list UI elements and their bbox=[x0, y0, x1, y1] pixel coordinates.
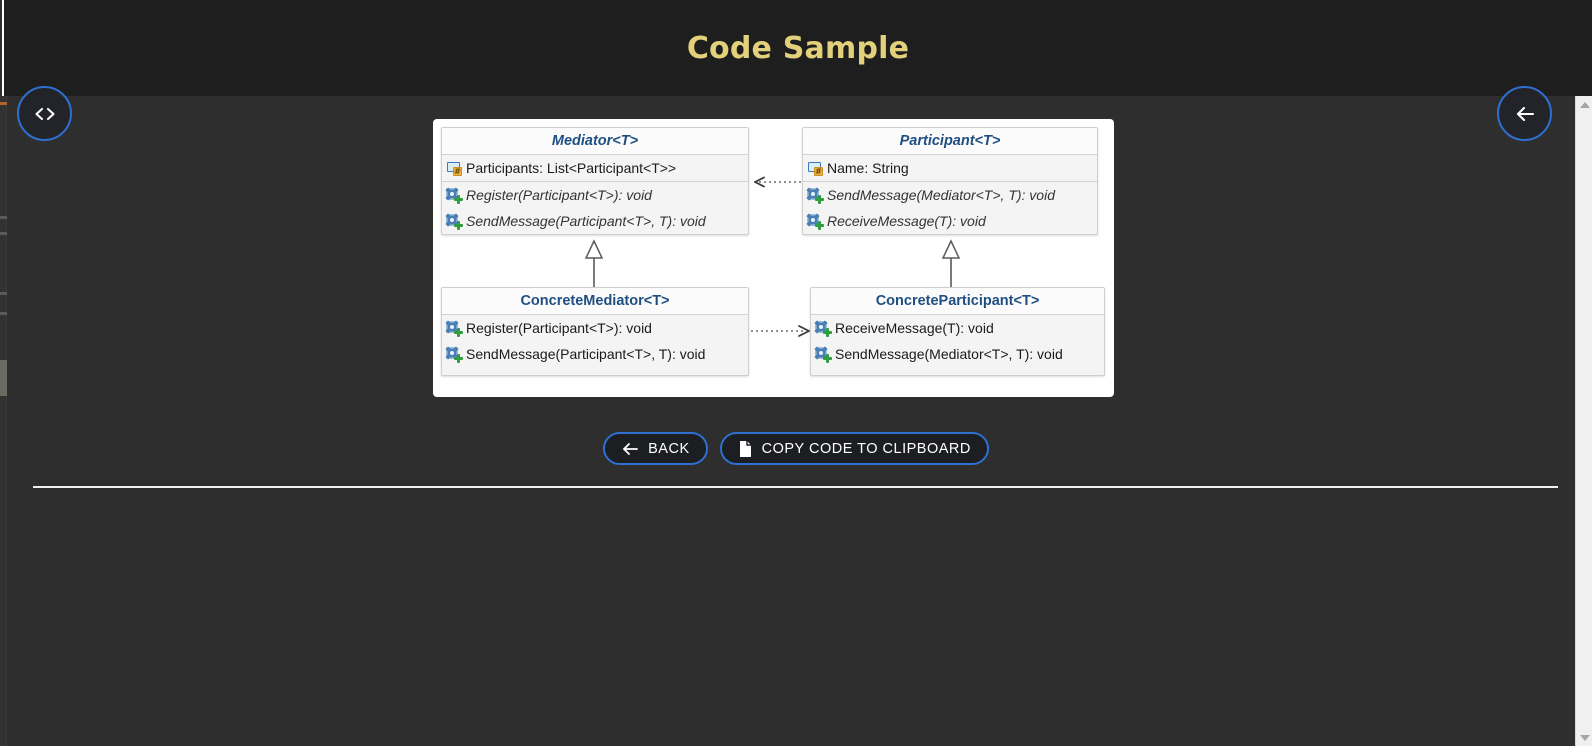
action-button-bar: BACK COPY CODE TO CLIPBOARD bbox=[0, 432, 1592, 465]
method-icon bbox=[807, 187, 824, 204]
uml-class-title: ConcreteParticipant<T> bbox=[811, 288, 1104, 315]
back-button[interactable]: BACK bbox=[603, 432, 708, 465]
back-button-label: BACK bbox=[648, 440, 690, 457]
uml-class-mediator[interactable]: Mediator<T> # Participants: List<Partici… bbox=[441, 127, 749, 235]
uml-method-row: SendMessage(Mediator<T>, T): void bbox=[811, 341, 1104, 367]
method-icon bbox=[446, 320, 463, 337]
method-icon bbox=[446, 187, 463, 204]
uml-method-label: Register(Participant<T>): void bbox=[466, 320, 652, 336]
code-brackets-icon bbox=[33, 106, 57, 122]
uml-methods-section: Register(Participant<T>): void SendMessa… bbox=[442, 181, 748, 234]
uml-field-row: # Name: String bbox=[803, 155, 1097, 181]
page-header: Code Sample bbox=[2, 0, 1592, 96]
scroll-up-button[interactable] bbox=[1576, 96, 1592, 113]
field-icon: # bbox=[446, 160, 463, 177]
relation-concretemediator-to-concreteparticipant bbox=[751, 325, 810, 337]
copy-file-icon bbox=[738, 440, 753, 458]
uml-class-concretemediator[interactable]: ConcreteMediator<T> Register(Participant… bbox=[441, 287, 749, 376]
uml-methods-section: Register(Participant<T>): void SendMessa… bbox=[442, 315, 748, 375]
relation-participant-to-mediator bbox=[754, 176, 801, 188]
uml-class-title: Mediator<T> bbox=[442, 128, 748, 155]
uml-class-title: Participant<T> bbox=[803, 128, 1097, 155]
uml-method-label: Register(Participant<T>): void bbox=[466, 187, 652, 203]
method-icon bbox=[446, 346, 463, 363]
copy-code-button-label: COPY CODE TO CLIPBOARD bbox=[761, 440, 971, 457]
section-divider bbox=[33, 486, 1558, 488]
uml-methods-section: SendMessage(Mediator<T>, T): void Receiv… bbox=[803, 181, 1097, 234]
editor-gutter-strip[interactable] bbox=[0, 96, 7, 746]
back-fab-button[interactable] bbox=[1497, 86, 1552, 141]
uml-field-row: # Participants: List<Participant<T>> bbox=[442, 155, 748, 181]
field-icon: # bbox=[807, 160, 824, 177]
uml-fields-section: # Name: String bbox=[803, 155, 1097, 181]
method-icon bbox=[815, 346, 832, 363]
scroll-down-button[interactable] bbox=[1576, 729, 1592, 746]
method-icon bbox=[807, 213, 824, 230]
uml-class-concreteparticipant[interactable]: ConcreteParticipant<T> ReceiveMessage(T)… bbox=[810, 287, 1105, 376]
uml-field-label: Name: String bbox=[827, 160, 909, 176]
view-code-fab-button[interactable] bbox=[17, 86, 72, 141]
uml-class-title: ConcreteMediator<T> bbox=[442, 288, 748, 315]
uml-method-row: SendMessage(Participant<T>, T): void bbox=[442, 341, 748, 367]
uml-field-label: Participants: List<Participant<T>> bbox=[466, 160, 677, 176]
uml-method-row: SendMessage(Participant<T>, T): void bbox=[442, 208, 748, 234]
uml-method-label: SendMessage(Mediator<T>, T): void bbox=[827, 187, 1055, 203]
uml-method-label: SendMessage(Mediator<T>, T): void bbox=[835, 346, 1063, 362]
method-icon bbox=[815, 320, 832, 337]
uml-method-label: SendMessage(Participant<T>, T): void bbox=[466, 213, 706, 229]
uml-method-label: ReceiveMessage(T): void bbox=[827, 213, 986, 229]
page-scrollbar[interactable] bbox=[1575, 96, 1592, 746]
uml-method-row: ReceiveMessage(T): void bbox=[803, 208, 1097, 234]
uml-method-label: SendMessage(Participant<T>, T): void bbox=[466, 346, 706, 362]
uml-method-row: SendMessage(Mediator<T>, T): void bbox=[803, 182, 1097, 208]
caret-down-icon bbox=[1579, 734, 1590, 741]
uml-method-label: ReceiveMessage(T): void bbox=[835, 320, 994, 336]
uml-methods-section: ReceiveMessage(T): void SendMessage(Medi… bbox=[811, 315, 1104, 375]
method-icon bbox=[446, 213, 463, 230]
uml-method-row: Register(Participant<T>): void bbox=[442, 182, 748, 208]
uml-fields-section: # Participants: List<Participant<T>> bbox=[442, 155, 748, 181]
page-title: Code Sample bbox=[686, 30, 910, 66]
copy-code-button[interactable]: COPY CODE TO CLIPBOARD bbox=[719, 432, 989, 465]
uml-method-row: Register(Participant<T>): void bbox=[442, 315, 748, 341]
uml-connectors: dotted dependency to ConcreteParticipant… bbox=[584, 176, 961, 337]
uml-method-row: ReceiveMessage(T): void bbox=[811, 315, 1104, 341]
arrow-left-icon bbox=[621, 442, 639, 456]
caret-up-icon bbox=[1579, 101, 1590, 108]
arrow-left-icon bbox=[1513, 104, 1537, 124]
uml-class-participant[interactable]: Participant<T> # Name: String SendMessag… bbox=[802, 127, 1098, 235]
uml-diagram-panel: dotted dependency to ConcreteParticipant… bbox=[433, 119, 1114, 397]
